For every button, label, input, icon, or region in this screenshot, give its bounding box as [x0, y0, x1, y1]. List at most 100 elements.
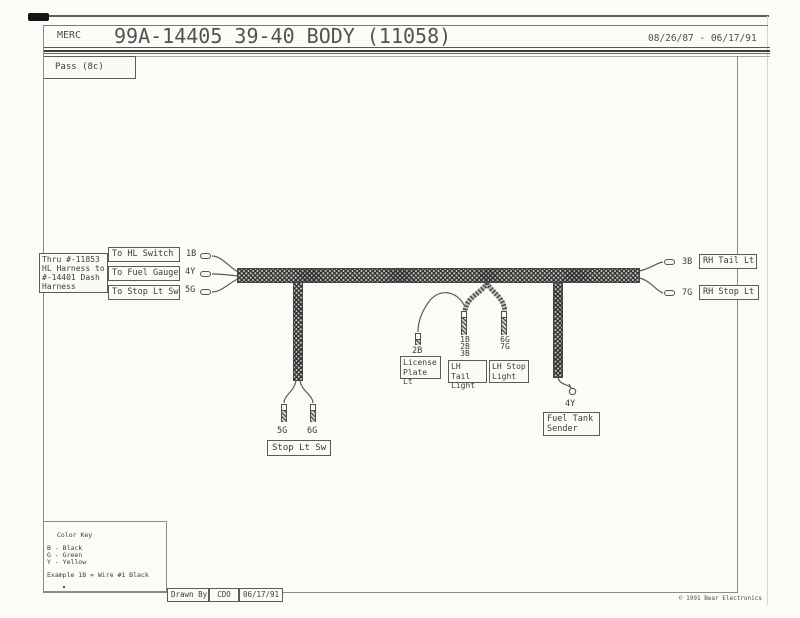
- wire-label-fuel-4y: 4Y: [565, 399, 576, 409]
- wire-labels-lh-stop: 6G 7G: [497, 335, 513, 351]
- scan-speck: [63, 586, 65, 588]
- terminal-hatch-lh-tail: [461, 318, 467, 335]
- wire-stopsw-right: [299, 379, 314, 404]
- brand-label: MERC: [57, 30, 82, 41]
- terminal-hatch-stopsw-6g: [310, 411, 316, 422]
- terminal-square-lh-tail: [461, 311, 467, 318]
- wire-left-4y: [211, 273, 239, 277]
- frame-bottom-border: [43, 592, 738, 593]
- drawn-by-initials: CDO: [217, 590, 231, 599]
- ring-terminal-fuel: [568, 387, 577, 396]
- wire-label-3b: 3B: [682, 257, 693, 267]
- branch-curve-lh-tail: [462, 281, 490, 312]
- drawn-by-initials-box: CDO: [209, 588, 239, 602]
- thru-harness-note-box: Thru #-11853 HL Harness to #-14401 Dash …: [39, 253, 108, 293]
- rh-tail-light-box: RH Tail Lt: [699, 254, 757, 269]
- fuel-tank-sender-line-2: Sender: [547, 424, 578, 434]
- license-plate-light-box: License Plate Lt: [400, 356, 441, 386]
- frame-left-border: [43, 25, 44, 592]
- wire-label-1b: 1B: [186, 249, 197, 259]
- terminal-square-stopsw-5g: [281, 404, 287, 411]
- wire-label-5g: 5G: [185, 285, 196, 295]
- wire-label-license-2b: 2B: [412, 346, 423, 356]
- lh-tail-light-line-2: Light: [451, 381, 476, 390]
- color-key-box: [43, 521, 167, 592]
- wire-label-lh-stop-1: 6G: [500, 335, 510, 344]
- wire-right-3b: [638, 261, 664, 272]
- drawn-date-box: 06/17/91: [239, 588, 283, 602]
- header-top-rule: [43, 25, 768, 26]
- header-date-range: 08/26/87 - 06/17/91: [648, 33, 757, 44]
- page-title: 99A-14405 39-40 BODY (11058): [114, 24, 452, 48]
- wire-labels-lh-tail: 1B 2B 3B: [457, 335, 473, 358]
- fuel-tank-sender-line-1: Fuel Tank: [547, 414, 594, 424]
- rh-tail-light-label: RH Tail Lt: [703, 256, 755, 266]
- thru-note-line-3: #-14401 Dash: [42, 273, 100, 282]
- frame-right-border: [737, 56, 738, 592]
- lh-stop-light-box: LH Stop Light: [489, 360, 529, 383]
- bullet-terminal-3b: [664, 259, 675, 265]
- connector-box-stop-lt-sw-label: To Stop Lt Sw: [112, 287, 179, 297]
- wire-left-1b: [211, 255, 239, 273]
- connector-box-stop-lt-sw: To Stop Lt Sw: [108, 285, 180, 300]
- drawn-by-box: Drawn By: [167, 588, 209, 602]
- color-key-entry-black: B - Black: [47, 544, 83, 552]
- fuel-tank-sender-box: Fuel Tank Sender: [543, 412, 600, 436]
- wire-right-7g: [638, 277, 664, 294]
- lh-tail-light-line-1: LH Tail: [451, 362, 471, 381]
- wire-label-stopsw-6g: 6G: [307, 426, 318, 436]
- color-key-example: Example 1B = Wire #1 Black: [47, 571, 149, 579]
- header-rule-3: [43, 53, 770, 54]
- bullet-terminal-7g: [664, 290, 675, 296]
- connector-box-hl-switch-label: To HL Switch: [112, 249, 174, 259]
- wire-label-7g: 7G: [682, 288, 693, 298]
- wire-label-lh-tail-1: 1B: [460, 335, 470, 344]
- terminal-square-license: [415, 333, 421, 340]
- terminal-hatch-lh-stop: [501, 318, 507, 335]
- lh-tail-light-box: LH Tail Light: [448, 360, 487, 390]
- sheet-tab-label: Pass (8c): [55, 62, 104, 72]
- rh-stop-light-label: RH Stop Lt: [703, 287, 755, 297]
- connector-box-hl-switch: To HL Switch: [108, 247, 180, 262]
- lh-stop-light-line-1: LH Stop: [492, 362, 526, 371]
- bullet-terminal-4y: [200, 271, 211, 277]
- wire-stopsw-left: [283, 379, 297, 404]
- color-key-entry-yellow: Y - Yellow: [47, 558, 87, 566]
- wire-label-lh-tail-3: 3B: [460, 349, 470, 358]
- color-key-entries: B - Black G - Green Y - Yellow: [47, 545, 86, 566]
- terminal-hatch-stopsw-5g: [281, 411, 287, 422]
- color-key-title: Color Key: [57, 531, 93, 539]
- connector-box-fuel-gauge-label: To Fuel Gauge: [112, 268, 179, 278]
- bullet-terminal-5g: [200, 289, 211, 295]
- terminal-square-stopsw-6g: [310, 404, 316, 411]
- stop-light-switch-box: Stop Lt Sw: [267, 440, 331, 456]
- terminal-hatch-license: [415, 340, 421, 345]
- header-rule-2: [43, 50, 770, 52]
- license-plate-light-line-2: Plate Lt: [403, 367, 428, 387]
- color-key-entry-green: G - Green: [47, 551, 83, 559]
- rh-stop-light-box: RH Stop Lt: [699, 285, 759, 300]
- wire-left-5g: [211, 278, 239, 293]
- wire-label-lh-stop-2: 7G: [500, 342, 510, 351]
- branch-drop-fuel-sender: [553, 282, 563, 378]
- copyright-notice: © 1991 Bear Electronics: [678, 595, 762, 602]
- thru-note-line-1: Thru #-11853: [42, 255, 100, 264]
- wire-label-lh-tail-2: 2B: [460, 342, 470, 351]
- header-rule-4: [43, 56, 770, 57]
- wire-label-4y: 4Y: [185, 267, 196, 277]
- lh-stop-light-line-2: Light: [492, 371, 517, 381]
- main-harness: [237, 268, 640, 283]
- scan-edge-blob: [28, 13, 49, 21]
- terminal-square-lh-stop: [501, 311, 507, 318]
- wire-fuel-tail: [557, 376, 572, 389]
- license-plate-light-line-1: License: [403, 358, 437, 367]
- branch-drop-stop-switch: [293, 282, 303, 381]
- header-rule-1: [43, 47, 770, 48]
- bullet-terminal-1b: [200, 253, 211, 259]
- wire-license-arc: [417, 292, 465, 333]
- scan-edge-right: [767, 16, 768, 605]
- thru-note-line-4: Harness: [42, 282, 76, 291]
- stop-light-switch-label: Stop Lt Sw: [272, 443, 327, 453]
